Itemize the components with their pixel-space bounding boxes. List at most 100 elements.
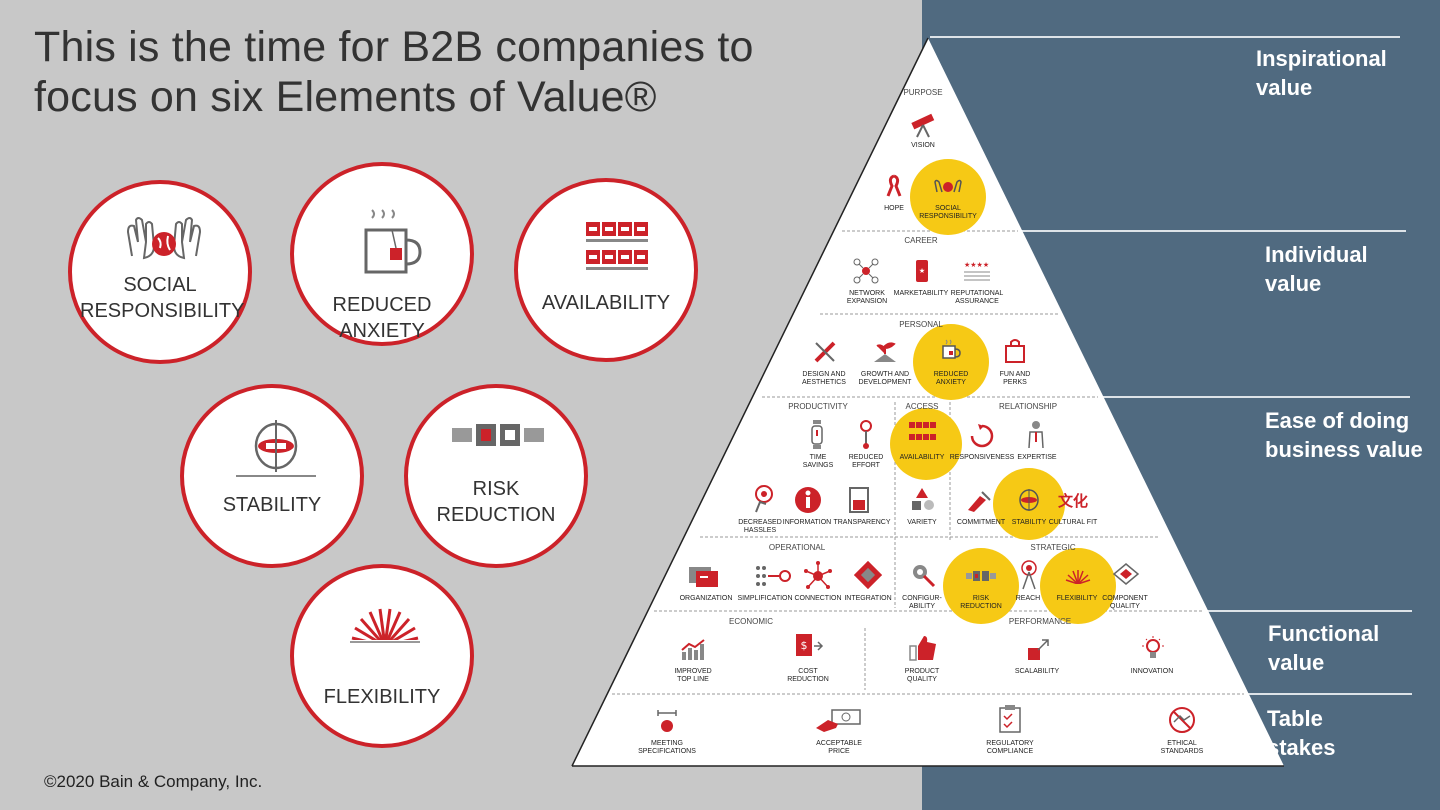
- element-regulatory-compliance: REGULATORY COMPLIANCE: [986, 740, 1034, 755]
- heading-career: CAREER: [904, 236, 938, 245]
- copyright-notice: ©2020 Bain & Company, Inc.: [44, 772, 263, 791]
- element-cost-reduction: COST REDUCTION: [787, 668, 829, 683]
- element-vision: VISION: [911, 142, 935, 149]
- ethics-handshake-icon: [1169, 707, 1195, 733]
- focus-label: STABILITY: [222, 494, 322, 516]
- clipboard-icon: [999, 705, 1021, 733]
- handshake-pen-icon: [968, 491, 991, 512]
- highlight-flexibility: [1040, 548, 1116, 624]
- heading-productivity: PRODUCTIVITY: [788, 402, 848, 411]
- element-component-quality: COMPONENT QUALITY: [1102, 595, 1148, 610]
- tier-label-inspirational: Inspirational value: [1256, 46, 1387, 100]
- refresh-arrow-icon: [970, 424, 994, 448]
- tier-label-individual: Individual value: [1265, 242, 1368, 296]
- calendar-grid-icon: [909, 422, 936, 440]
- element-network-expansion: NETWORK EXPANSION: [846, 290, 888, 305]
- element-social-responsibility: SOCIAL RESPONSIBILITY: [919, 205, 977, 220]
- focus-label: FLEXIBILITY: [323, 686, 441, 708]
- folder-icon: [689, 567, 718, 587]
- heading-performance: PERFORMANCE: [1008, 617, 1072, 626]
- growth-chart-icon: [681, 639, 705, 660]
- heading-personal: PERSONAL: [899, 320, 943, 329]
- focus-circle-reduced-anxiety: REDUCED ANXIETY: [290, 162, 474, 346]
- wrench-gear-icon: [913, 565, 936, 588]
- gyroscope-icon: [1019, 489, 1039, 511]
- element-fun-perks: FUN AND PERKS: [999, 371, 1031, 386]
- tea-cup-icon: [942, 339, 961, 359]
- element-decreased-hassles: DECREASED HASSLES: [738, 519, 782, 534]
- focus-circle-availability: AVAILABILITY: [514, 178, 698, 362]
- element-organization: ORGANIZATION: [679, 595, 733, 602]
- thumbs-up-icon: [909, 636, 936, 661]
- heading-operational: OPERATIONAL: [768, 543, 826, 552]
- tea-cup-icon: [364, 209, 422, 274]
- simplify-dots-icon: [756, 566, 791, 586]
- network-icon: [853, 258, 879, 284]
- tool-icon: [860, 420, 872, 449]
- focus-label: RISK REDUCTION: [436, 478, 556, 526]
- element-time-savings: TIME SAVINGS: [802, 454, 834, 469]
- tier-divider: [842, 230, 1406, 232]
- cost-tag-icon: $: [796, 634, 824, 656]
- element-availability: AVAILABILITY: [899, 454, 945, 461]
- element-hope: HOPE: [884, 205, 904, 212]
- element-cultural-fit: CULTURAL FIT: [1048, 519, 1098, 526]
- element-scalability: SCALABILITY: [1014, 668, 1060, 675]
- heading-strategic: STRATEGIC: [1030, 543, 1076, 552]
- svg-text:★★★★: ★★★★: [964, 261, 989, 269]
- element-reputational-assurance: REPUTATIONAL ASSURANCE: [950, 290, 1004, 305]
- heading-access: ACCESS: [905, 402, 939, 411]
- tier-label-table-stakes: Table stakes: [1267, 706, 1336, 760]
- element-variety: VARIETY: [907, 519, 937, 526]
- element-expertise: EXPERTISE: [1017, 454, 1057, 461]
- focus-circle-stability: STABILITY: [180, 384, 364, 568]
- seatbelt-icon: [452, 424, 544, 446]
- element-marketability: MARKETABILITY: [893, 290, 949, 297]
- element-ethical-standards: ETHICAL STANDARDS: [1160, 740, 1204, 755]
- page-title: This is the time for B2B companies to fo…: [34, 23, 754, 121]
- element-reduced-effort: REDUCED EFFORT: [848, 454, 884, 469]
- focus-label: SOCIAL RESPONSIBILITY: [80, 274, 245, 322]
- shopping-bag-icon: [1005, 339, 1025, 363]
- element-simplification: SIMPLIFICATION: [737, 595, 793, 602]
- expert-person-icon: [1028, 421, 1044, 449]
- tier-label-functional: Functional value: [1268, 621, 1380, 675]
- focus-circle-flexibility: FLEXIBILITY: [290, 564, 474, 748]
- seatbelt-icon: [966, 571, 996, 581]
- lightbulb-icon: [1142, 636, 1164, 658]
- element-growth-development: GROWTH AND DEVELOPMENT: [858, 371, 912, 386]
- spring-icon: [350, 608, 420, 648]
- info-icon: [795, 487, 821, 513]
- plant-icon: [874, 342, 896, 362]
- element-flexibility: FLEXIBILITY: [1056, 595, 1098, 602]
- stars-review-icon: ★★★★: [964, 261, 990, 281]
- element-innovation: INNOVATION: [1130, 668, 1174, 675]
- heading-purpose: PURPOSE: [903, 88, 943, 97]
- element-integration: INTEGRATION: [844, 595, 892, 602]
- chip-icon: [1112, 563, 1140, 585]
- element-acceptable-price: ACCEPTABLE PRICE: [816, 740, 862, 755]
- spring-icon: [1065, 570, 1091, 584]
- highlight-risk-reduction: [943, 548, 1019, 624]
- highlight-availability: [890, 408, 962, 480]
- cultural-fit-glyph: 文化: [1058, 492, 1089, 510]
- hands-globe-icon: [126, 217, 202, 260]
- element-product-quality: PRODUCT QUALITY: [904, 668, 940, 683]
- calendar-grid-icon: [586, 222, 648, 270]
- money-hand-icon: [816, 709, 861, 732]
- ribbon-icon: [886, 174, 902, 197]
- tier-label-ease: Ease of doing business value: [1265, 408, 1423, 462]
- can-icon: ★: [916, 260, 928, 282]
- antenna-icon: [1021, 560, 1037, 590]
- highlight-reduced-anxiety: [913, 324, 989, 400]
- highlight-social-responsibility: [910, 159, 986, 235]
- shapes-icon: [912, 488, 934, 510]
- element-information: INFORMATION: [782, 519, 832, 526]
- hands-globe-icon: [934, 179, 962, 193]
- caliper-icon: [657, 710, 677, 732]
- scale-arrow-icon: [1028, 639, 1049, 660]
- element-design-aesthetics: DESIGN AND AESTHETICS: [802, 371, 846, 386]
- element-risk-reduction: RISK REDUCTION: [960, 595, 1002, 610]
- element-transparency: TRANSPARENCY: [833, 519, 891, 526]
